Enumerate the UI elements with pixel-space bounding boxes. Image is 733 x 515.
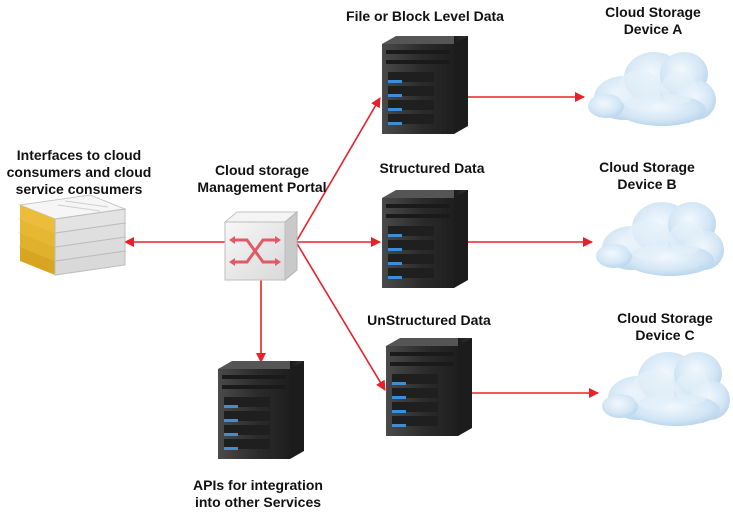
structured-label-line-1: Structured Data (379, 160, 485, 176)
portal-label-line-2: Management Portal (197, 179, 327, 195)
server-tower-icon (382, 190, 468, 288)
interfaces-label-line-3: service consumers (15, 181, 143, 197)
server-tower-icon (386, 338, 472, 436)
file-block-label-line-1: File or Block Level Data (346, 8, 504, 24)
apis-label: APIs for integration into other Services (163, 477, 353, 511)
cloud-a-label-line-1: Cloud Storage (605, 4, 701, 20)
unstructured-label: UnStructured Data (354, 312, 504, 329)
arrow-portal-to-file-block (295, 97, 381, 243)
cloud-a-label-line-2: Device A (623, 21, 683, 37)
portal-label-line-1: Cloud storage (214, 162, 310, 178)
switch-icon (223, 210, 299, 282)
cloud-icon (596, 202, 724, 276)
cloud-c-label: Cloud Storage Device C (602, 310, 728, 344)
cloud-c-label-line-1: Cloud Storage (617, 310, 713, 326)
cloud-b-label-line-2: Device B (617, 176, 677, 192)
cloud-c-label-line-2: Device C (635, 327, 695, 343)
server-tower-icon (218, 361, 304, 459)
server-rack-stack-icon (18, 194, 127, 276)
portal-label: Cloud storage Management Portal (188, 162, 336, 196)
interfaces-label-line-2: consumers and cloud (6, 164, 152, 180)
cloud-icon (602, 352, 730, 426)
unstructured-label-line-1: UnStructured Data (367, 312, 491, 328)
server-tower-icon (382, 36, 468, 134)
apis-label-line-1: APIs for integration (193, 477, 323, 493)
interfaces-label-line-1: Interfaces to cloud (16, 147, 142, 163)
file-block-label: File or Block Level Data (330, 8, 520, 25)
interfaces-label: Interfaces to cloud consumers and cloud … (4, 147, 154, 198)
cloud-icon (588, 52, 716, 126)
cloud-b-label-line-1: Cloud Storage (599, 159, 695, 175)
apis-label-line-2: into other Services (194, 494, 322, 510)
cloud-a-label: Cloud Storage Device A (590, 4, 716, 38)
structured-label: Structured Data (362, 160, 502, 177)
cloud-b-label: Cloud Storage Device B (584, 159, 710, 193)
arrow-portal-to-unstructured (295, 241, 386, 391)
